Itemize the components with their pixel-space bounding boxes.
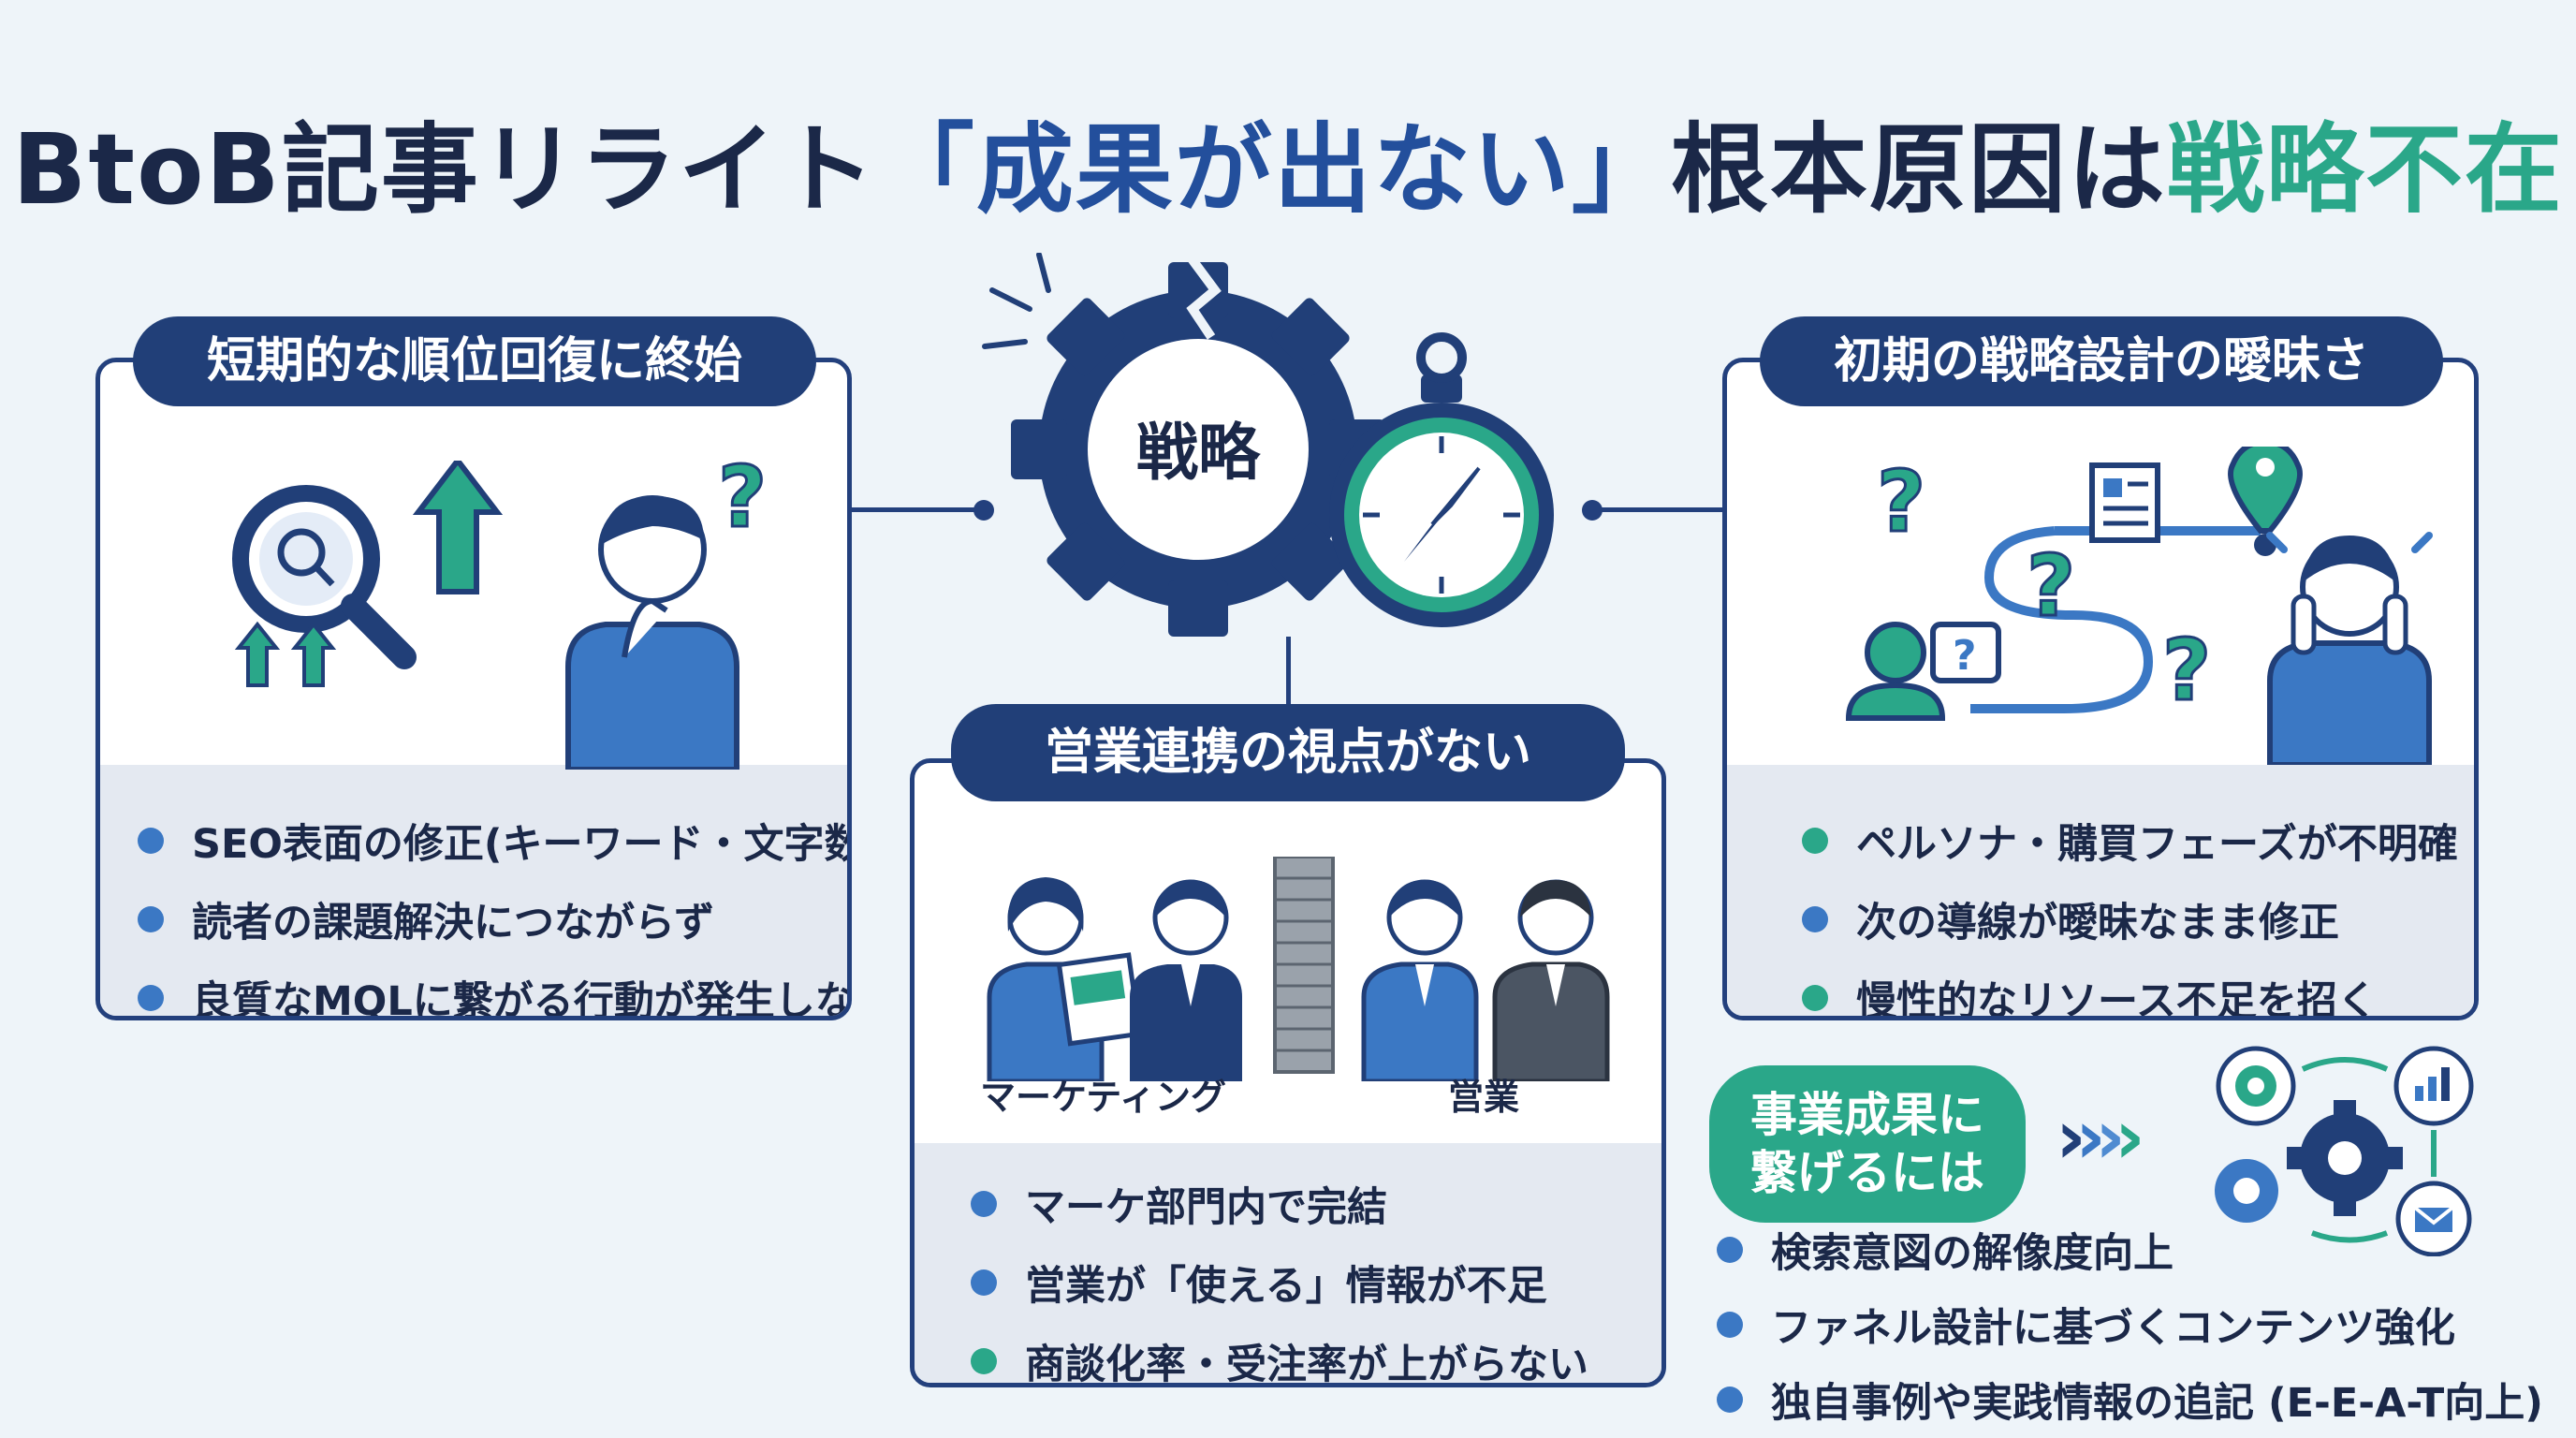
bullet-dot: [971, 1269, 997, 1296]
right-illustration: ? ? ? ?: [1845, 447, 2433, 765]
middle-panel-heading: 営業連携の視点がない: [951, 704, 1625, 801]
solution-pill-line2: 繋げるには: [1750, 1146, 1984, 1200]
title-part1: BtoB記事リライト: [12, 112, 877, 227]
small-gear-2-icon: [2215, 1159, 2278, 1223]
process-cycle-icon: [2215, 1046, 2474, 1256]
connector-right: [1591, 507, 1727, 512]
connector-left-dot: [973, 500, 994, 521]
map-pin-icon: [2228, 447, 2303, 556]
question-mark-icon: ?: [2162, 622, 2211, 720]
gear-icon: [2287, 1100, 2403, 1216]
up-arrow-icon: [412, 461, 504, 594]
right-bullet-3: 慢性的なリソース不足を招く: [1802, 969, 2458, 1016]
mail-icon: [2395, 1181, 2472, 1256]
middle-bullet-2: 営業が「使える」情報が不足: [971, 1254, 1588, 1312]
title-part4: 戦略不在: [2166, 112, 2564, 227]
middle-panel-lower: [915, 1143, 1661, 1383]
middle-panel: マーケティング 営業 マーケ部門内で完結 営業が「使える」情報が不足 商談化率・…: [910, 758, 1666, 1387]
bullet-dot: [138, 828, 164, 854]
bullet-dot: [1802, 906, 1828, 932]
bullet-dot: [1717, 1237, 1743, 1263]
bullet-dot: [971, 1191, 997, 1217]
label-sales: 営業: [1448, 1077, 1520, 1118]
left-bullets: SEO表面の修正(キーワード・文字数) 読者の課題解決につながらず 良質なMQL…: [138, 812, 847, 1016]
right-bullets: ペルソナ・購買フェーズが不明確 次の導線が曖昧なまま修正 慢性的なリソース不足を…: [1802, 812, 2458, 1016]
gear-label: 戦略: [1136, 417, 1260, 489]
right-panel-lower: [1727, 765, 2474, 1016]
user-icon: [1845, 622, 1946, 721]
small-gear-icon: [2216, 1046, 2296, 1126]
connector-left: [850, 507, 981, 512]
connector-down: [1286, 637, 1291, 712]
middle-bullet-3: 商談化率・受注率が上がらない: [971, 1332, 1588, 1383]
bullet-dot: [138, 906, 164, 932]
solution-pill: 事業成果に 繋げるには: [1709, 1065, 2026, 1223]
solution-bullets: 検索意図の解像度向上 ファネル設計に基づくコンテンツ強化 独自事例や実践情報の追…: [1717, 1221, 2543, 1429]
worried-person-icon: [2266, 532, 2433, 765]
chat-icon: ?: [1930, 622, 2001, 683]
question-mark-icon: ?: [2027, 537, 2075, 636]
solution-arrows: ››››: [2056, 1093, 2145, 1181]
sales-man-1-icon: [1361, 879, 1479, 1081]
document-icon: [2089, 462, 2160, 543]
bullet-dot: [138, 985, 164, 1011]
bullet-dot: [1802, 828, 1828, 854]
bullet-dot: [971, 1348, 997, 1374]
sales-man-2-icon: [1492, 879, 1610, 1081]
left-illustration: ?: [232, 461, 768, 770]
left-panel-lower: [100, 765, 847, 1016]
left-panel-heading: 短期的な順位回復に終始: [133, 316, 816, 406]
bullet-dot: [1717, 1387, 1743, 1413]
businesspeople-icon: [987, 857, 1610, 1081]
svg-text:?: ?: [1953, 632, 1977, 680]
left-bullet-1: SEO表面の修正(キーワード・文字数): [138, 812, 847, 870]
question-mark-icon: ?: [1877, 453, 1925, 551]
title-part2: 「成果が出ない」: [876, 112, 1671, 227]
marketing-man-icon: [1130, 879, 1242, 1081]
brick-wall-icon: [1273, 857, 1335, 1074]
magnifier-icon: [232, 485, 380, 633]
right-bullet-1: ペルソナ・購買フェーズが不明確: [1802, 812, 2458, 870]
bullet-dot: [1717, 1312, 1743, 1338]
right-panel: ? ? ? ? ペルソナ・購買フェーズが不明確 次の導線が曖昧なまま修正 慢性的…: [1722, 358, 2479, 1020]
left-bullet-3: 良質なMQLに繋がる行動が発生しない: [138, 969, 847, 1016]
right-bullet-2: 次の導線が曖昧なまま修正: [1802, 890, 2458, 948]
middle-bullet-1: マーケ部門内で完結: [971, 1175, 1588, 1233]
chart-icon: [2393, 1046, 2474, 1126]
left-panel: ? SEO表面の修正(キーワード・文字数) 読者の課題解決につながらず 良質なM…: [95, 358, 852, 1020]
solution-bullet-2: ファネル設計に基づくコンテンツ強化: [1717, 1296, 2543, 1354]
solution-pill-line1: 事業成果に: [1750, 1088, 1984, 1142]
label-marketing: マーケティング: [980, 1077, 1226, 1118]
solution-bullet-3: 独自事例や実践情報の追記 (E-E-A-T向上): [1717, 1371, 2543, 1429]
report-paper-icon: [1056, 952, 1143, 1047]
right-panel-heading: 初期の戦略設計の曖昧さ: [1760, 316, 2443, 406]
connector-right-dot: [1582, 500, 1603, 521]
middle-bullets: マーケ部門内で完結 営業が「使える」情報が不足 商談化率・受注率が上がらない: [971, 1175, 1588, 1383]
page-title: BtoB記事リライト「成果が出ない」根本原因は戦略不在: [0, 90, 2576, 231]
thinking-person-icon: [565, 495, 739, 770]
solution-bullet-1: 検索意図の解像度向上: [1717, 1221, 2543, 1279]
bullet-dot: [1802, 985, 1828, 1011]
left-bullet-2: 読者の課題解決につながらず: [138, 890, 847, 948]
title-part3: 根本原因は: [1670, 112, 2167, 227]
strategy-gear-icon: [982, 253, 1554, 637]
question-mark-icon: ?: [718, 461, 767, 547]
